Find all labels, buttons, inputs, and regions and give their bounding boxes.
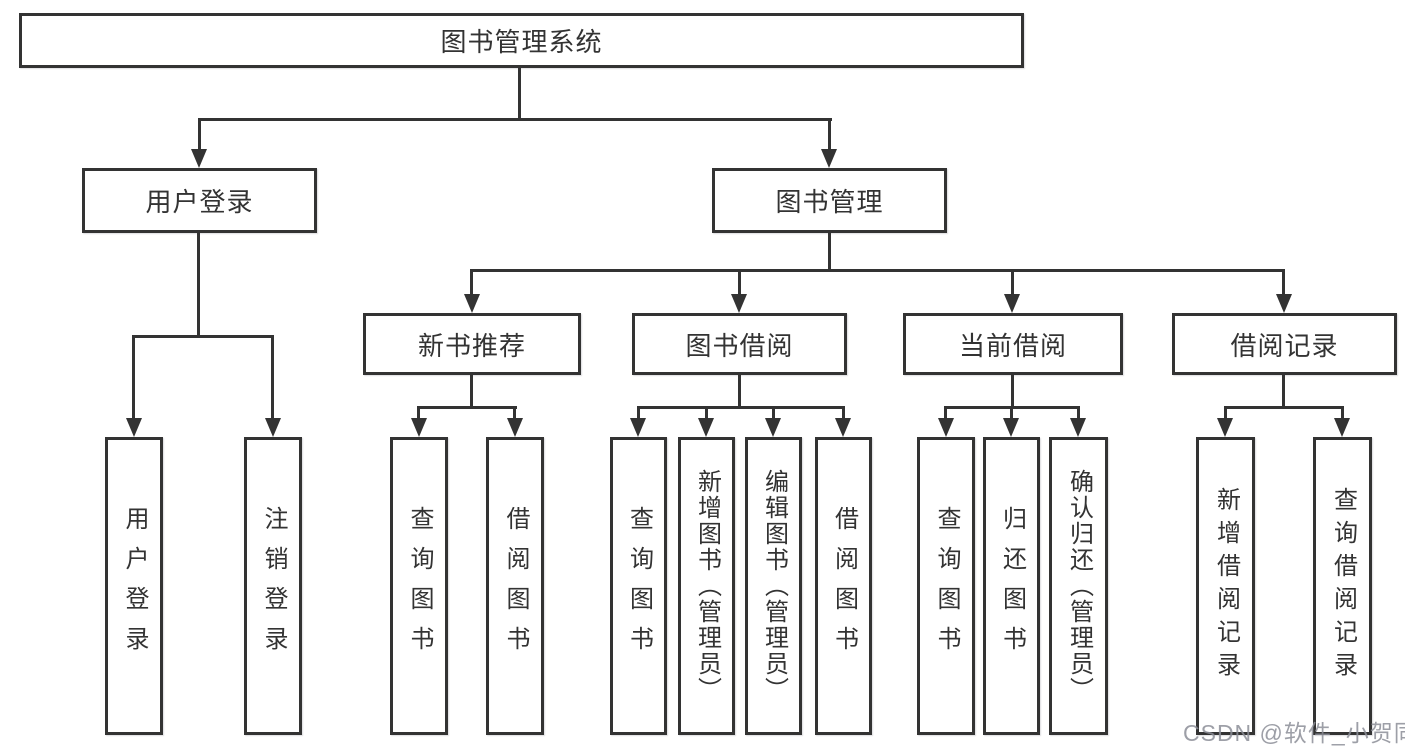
leaf-confirm-return-admin: 确认归还（管理员） xyxy=(1049,437,1108,735)
arrowhead-leaf-user-login xyxy=(126,418,142,437)
connector-stub-user-login xyxy=(198,118,201,149)
arrowhead xyxy=(630,418,646,437)
connector-stub xyxy=(1010,406,1013,418)
leaf-add-borrow-record: 新增借阅记录 xyxy=(1196,437,1255,735)
node-label: 借阅图书 xyxy=(502,506,529,666)
node-library-management-system: 图书管理系统 xyxy=(19,13,1024,68)
arrowhead xyxy=(835,418,851,437)
connector-userlogin-bar xyxy=(132,335,274,338)
node-label: 编辑图书（管理员） xyxy=(760,469,788,703)
connector-root-drop xyxy=(518,68,521,118)
connector-stub xyxy=(637,406,640,418)
connector-bookmgmt-drop xyxy=(828,233,831,269)
connector-stub-book-borrow xyxy=(738,269,741,294)
arrowhead-book-management xyxy=(821,149,837,168)
leaf-edit-books-admin: 编辑图书（管理员） xyxy=(745,437,802,735)
leaf-current-query-books: 查询图书 xyxy=(917,437,975,735)
arrowhead-borrow-records xyxy=(1276,294,1292,313)
arrowhead xyxy=(1003,418,1019,437)
node-label: 新书推荐 xyxy=(417,330,526,361)
connector-stub xyxy=(1224,406,1227,418)
leaf-borrow-books: 借阅图书 xyxy=(815,437,872,735)
connector-stub-current-borrow xyxy=(1011,269,1014,294)
connector-root-bar xyxy=(198,118,832,121)
node-label: 借阅记录 xyxy=(1230,330,1339,361)
connector-currentborrow-drop xyxy=(1011,375,1014,406)
connector-newbook-bar xyxy=(417,406,517,409)
leaf-logout: 注销登录 xyxy=(244,437,302,735)
arrowhead-user-login xyxy=(191,149,207,168)
arrowhead-new-book xyxy=(464,294,480,313)
connector-stub xyxy=(772,406,775,418)
connector-stub-leaf-user-login xyxy=(132,335,135,418)
connector-borrowrecords-drop xyxy=(1282,375,1285,406)
leaf-return-books: 归还图书 xyxy=(983,437,1040,735)
connector-stub xyxy=(1341,406,1344,418)
connector-stub-borrow-records xyxy=(1282,269,1285,294)
connector-bookborrow-drop xyxy=(738,375,741,406)
node-label: 新增借阅记录 xyxy=(1212,487,1240,685)
node-label: 用户登录 xyxy=(121,506,148,666)
arrowhead-leaf-logout xyxy=(265,418,281,437)
arrowhead xyxy=(1070,418,1086,437)
arrowhead xyxy=(698,418,714,437)
node-new-book-recommend: 新书推荐 xyxy=(363,313,581,375)
node-label: 图书管理 xyxy=(775,187,884,217)
connector-stub xyxy=(417,406,420,418)
node-label: 确认归还（管理员） xyxy=(1065,469,1093,703)
arrowhead-current-borrow xyxy=(1004,294,1020,313)
node-book-borrow: 图书借阅 xyxy=(632,313,847,375)
leaf-recommend-query-books: 查询图书 xyxy=(390,437,448,735)
node-label: 查询图书 xyxy=(933,506,960,666)
node-label: 查询图书 xyxy=(406,506,433,666)
node-current-borrow: 当前借阅 xyxy=(903,313,1123,375)
arrowhead xyxy=(1334,418,1350,437)
connector-stub-new-book xyxy=(470,269,473,294)
connector-stub xyxy=(705,406,708,418)
node-label: 查询借阅记录 xyxy=(1329,487,1357,685)
connector-newbook-drop xyxy=(470,375,473,406)
connector-stub xyxy=(842,406,845,418)
leaf-borrow-query-books: 查询图书 xyxy=(610,437,667,735)
node-label: 图书借阅 xyxy=(685,330,794,361)
leaf-user-login: 用户登录 xyxy=(105,437,163,735)
node-label: 借阅图书 xyxy=(830,506,858,666)
arrowhead xyxy=(411,418,427,437)
arrowhead xyxy=(765,418,781,437)
arrowhead xyxy=(938,418,954,437)
arrowhead xyxy=(1217,418,1233,437)
connector-userlogin-drop xyxy=(197,233,200,335)
connector-stub xyxy=(944,406,947,418)
node-label: 图书管理系统 xyxy=(440,27,603,57)
leaf-add-books-admin: 新增图书（管理员） xyxy=(678,437,735,735)
node-label: 归还图书 xyxy=(998,506,1026,666)
connector-bookmgmt-bar xyxy=(471,269,1285,272)
node-label: 新增图书（管理员） xyxy=(693,469,721,703)
node-label: 当前借阅 xyxy=(958,330,1067,361)
csdn-watermark: CSDN @软件_小贺同学 xyxy=(1183,720,1405,746)
arrowhead xyxy=(507,418,523,437)
node-user-login-branch: 用户登录 xyxy=(82,168,317,233)
arrowhead-book-borrow xyxy=(731,294,747,313)
leaf-query-borrow-record: 查询借阅记录 xyxy=(1313,437,1372,735)
node-label: 注销登录 xyxy=(260,506,287,666)
leaf-recommend-borrow-books: 借阅图书 xyxy=(486,437,544,735)
connector-stub xyxy=(1077,406,1080,418)
connector-bookborrow-bar xyxy=(637,406,845,409)
node-label: 用户登录 xyxy=(145,187,254,217)
connector-borrowrecords-bar xyxy=(1224,406,1344,409)
connector-stub-leaf-logout xyxy=(271,335,274,418)
connector-stub xyxy=(513,406,516,418)
connector-stub-book-management xyxy=(828,118,831,149)
node-label: 查询图书 xyxy=(625,506,653,666)
node-borrow-records: 借阅记录 xyxy=(1172,313,1397,375)
node-book-management-branch: 图书管理 xyxy=(712,168,947,233)
